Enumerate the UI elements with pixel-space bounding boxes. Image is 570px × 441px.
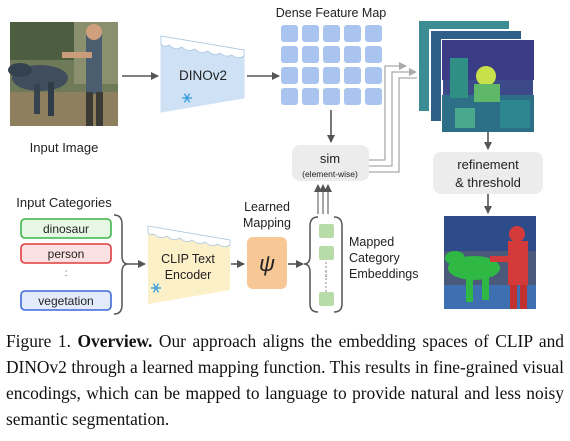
input-image (8, 22, 118, 126)
feature-map-label: Dense Feature Map (276, 6, 387, 20)
input-image-label: Input Image (30, 140, 99, 155)
clip-label-line1: CLIP Text (161, 252, 215, 266)
clip-label-line2: Encoder (165, 268, 212, 282)
embeddings-to-sim-connectors (314, 184, 332, 214)
category-person-text: person (48, 247, 85, 261)
category-vegetation-text: vegetation (38, 294, 93, 308)
refinement-box: refinement & threshold (433, 152, 543, 194)
dinov2-label: DINOv2 (179, 68, 227, 83)
overview-figure: Input Image DINOv2 Dense Feature Map sim… (8, 6, 543, 315)
caption-title: Overview. (77, 331, 153, 351)
similarity-maps (417, 19, 535, 133)
caption-figure-label: Figure 1. (6, 331, 71, 351)
mapping-label-line1: Learned (244, 200, 290, 214)
dinov2-encoder: DINOv2 (160, 35, 245, 113)
sim-label: sim (320, 151, 340, 166)
segmentation-output (444, 216, 536, 309)
snowflake-icon (151, 283, 161, 293)
snowflake-icon (182, 93, 192, 103)
category-vegetation: vegetation (20, 290, 112, 311)
input-categories-label: Input Categories (16, 195, 112, 210)
caption-text: Our approach aligns the embedding spaces… (6, 331, 564, 429)
learned-mapping-box: ψ (247, 237, 287, 289)
sim-box: sim (element-wise) (292, 145, 369, 181)
dense-feature-map (281, 25, 382, 105)
refinement-line2: & threshold (455, 175, 521, 190)
figure-caption: Figure 1. Overview. Our approach aligns … (6, 328, 564, 432)
sim-sublabel: (element-wise) (302, 169, 358, 179)
category-dinosaur-text: dinosaur (43, 222, 89, 236)
embeddings-ellipsis: : (325, 269, 328, 280)
embeddings-label-line2: Category (349, 251, 400, 265)
embeddings-label-line3: Embeddings (349, 267, 419, 281)
category-person: person (20, 243, 112, 264)
refinement-line1: refinement (457, 157, 519, 172)
categories-ellipsis: : (65, 268, 68, 279)
category-dinosaur: dinosaur (20, 218, 112, 239)
mapping-label-line2: Mapping (243, 216, 291, 230)
embeddings-label-line1: Mapped (349, 235, 394, 249)
psi-symbol: ψ (259, 251, 275, 276)
mapped-embeddings: : (319, 224, 334, 306)
clip-text-encoder: CLIP Text Encoder (147, 225, 231, 304)
sim-to-maps-connectors (369, 62, 427, 173)
